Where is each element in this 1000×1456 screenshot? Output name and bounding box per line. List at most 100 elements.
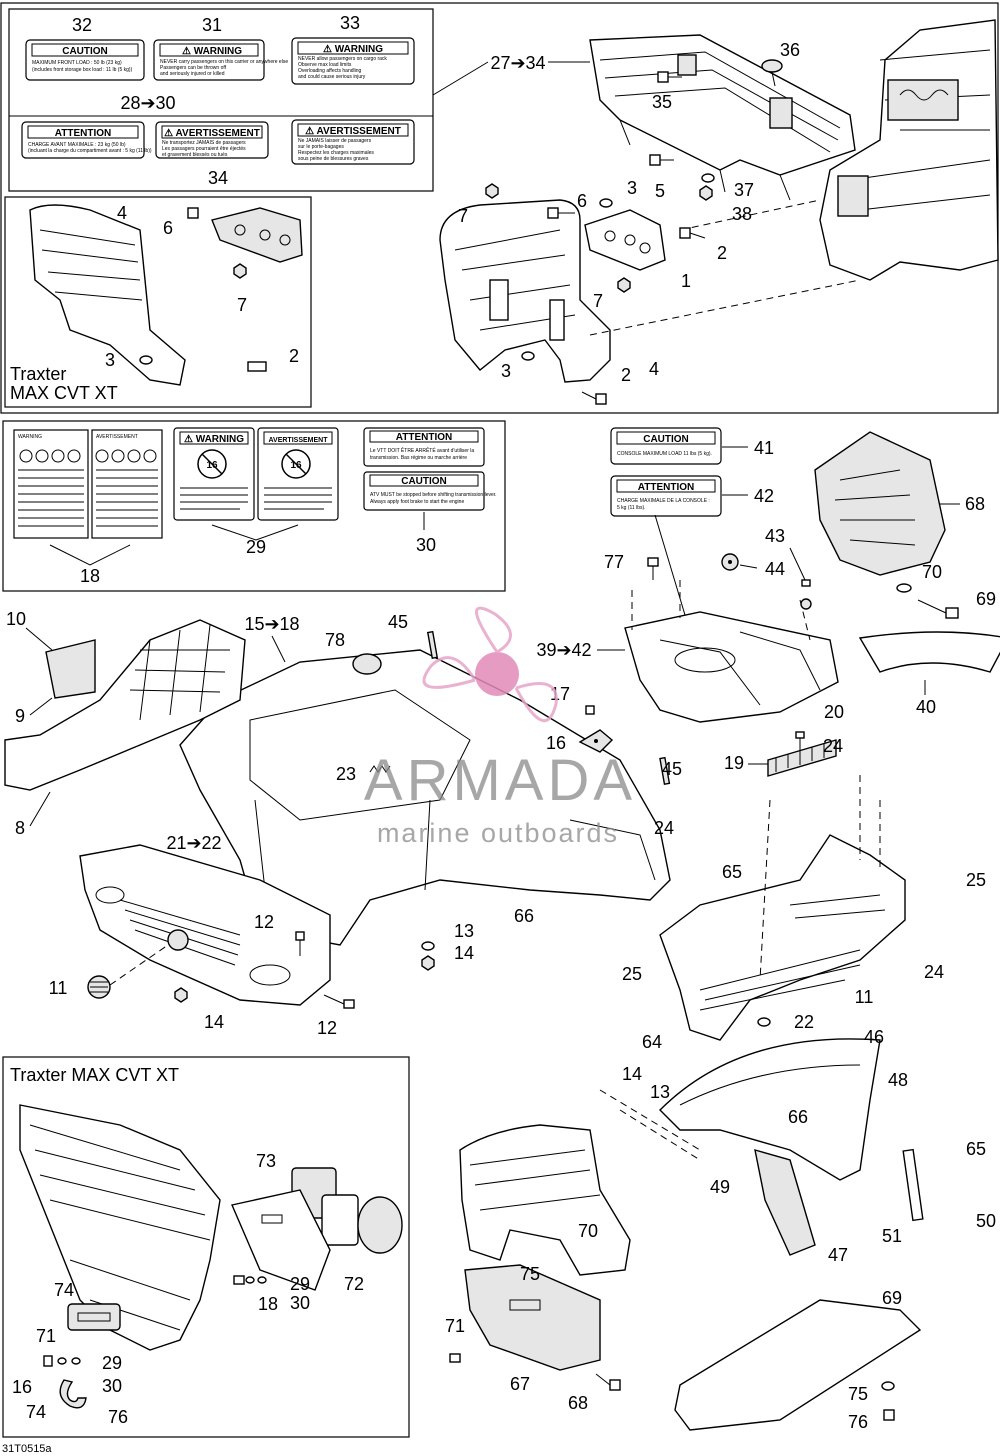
callout-3b: 3: [501, 361, 511, 381]
svg-text:transmission. Bas régime ou ma: transmission. Bas régime ou marche arriè…: [370, 455, 467, 461]
washer-14: [757, 1017, 771, 1027]
fender-46: [659, 1038, 881, 1181]
svg-text:⚠ WARNING: ⚠ WARNING: [182, 46, 242, 57]
bolt-5: [649, 154, 674, 166]
callout-45: 45: [388, 612, 408, 632]
decal-31: ⚠ WARNING NEVER allow passengers on carg…: [291, 37, 415, 85]
decal-32: ⚠ AVERTISSEMENT Ne transportez JAMAIS de…: [155, 121, 269, 159]
bolt-6: [547, 207, 575, 219]
clip-44: [721, 553, 739, 571]
screw-66: [647, 557, 659, 580]
decal-30: CAUTION MAXIMUM FRONT LOAD : 50 lb (23 k…: [25, 39, 145, 81]
callout-76: 16: [12, 1377, 32, 1397]
washer-57: [896, 583, 912, 593]
callout-40: 40: [916, 697, 936, 717]
callout-26b: 14: [204, 1012, 224, 1032]
svg-text:MAXIMUM FRONT LOAD : 50 lb (23: MAXIMUM FRONT LOAD : 50 lb (23 kg): [32, 60, 122, 66]
footwell-11: [659, 834, 906, 1041]
callout-2c: 2: [289, 346, 299, 366]
callout-50: 50: [976, 1211, 996, 1231]
callout-24b: 12: [317, 1018, 337, 1038]
callout-13: 20: [824, 702, 844, 722]
callout-61: 71: [36, 1326, 56, 1346]
callout-73: 18: [258, 1294, 278, 1314]
pin-45b: [659, 756, 671, 785]
callout-60: 70: [578, 1221, 598, 1241]
bolt-59: [595, 1373, 621, 1391]
svg-text:ATV MUST be stopped before shi: ATV MUST be stopped before shifting tran…: [370, 492, 497, 498]
svg-text:ATTENTION: ATTENTION: [396, 432, 452, 443]
callout-53: 65: [722, 862, 742, 882]
vehicle-frame: [819, 19, 999, 281]
range-15-18: 15➔18: [244, 614, 299, 634]
callout-74: 29: [290, 1274, 310, 1294]
svg-text:(incluant la charge du compart: (incluant la charge du compartiment avan…: [28, 148, 152, 154]
range-27-34: 27➔34: [490, 53, 545, 73]
callout-29: 31: [202, 15, 222, 35]
callout-74b: 29: [102, 1353, 122, 1373]
front-body-panel: [179, 649, 671, 946]
bolt-2b: [581, 391, 607, 405]
callout-26c: 14: [622, 1064, 642, 1084]
callout-20: 25: [966, 870, 986, 890]
decal-box-16-18: [2, 420, 506, 592]
callout-4: 4: [649, 359, 659, 379]
callout-48: 48: [888, 1070, 908, 1090]
bolt-24b: [323, 994, 355, 1009]
nut-7: [485, 183, 499, 199]
svg-text:16: 16: [206, 460, 218, 471]
fastener-44b: [800, 598, 812, 610]
callout-64: 75: [848, 1384, 868, 1404]
svg-text:5 kg (11 lbs).: 5 kg (11 lbs).: [617, 505, 646, 511]
diagram-code: 31T0515a: [2, 1443, 52, 1455]
callout-68: 72: [344, 1274, 364, 1294]
decal-16b: AVERTISSEMENT: [91, 429, 163, 539]
callout-30: 32: [72, 15, 92, 35]
svg-text:⚠ WARNING: ⚠ WARNING: [323, 44, 383, 55]
svg-text:Always apply foot brake to sta: Always apply foot brake to start the eng…: [370, 499, 464, 505]
skid-plate-58: [464, 1264, 601, 1371]
callout-56: 69: [976, 589, 996, 609]
callout-42: 42: [754, 486, 774, 506]
svg-text:Ne JAMAIS laisser de passagers: Ne JAMAIS laisser de passagers: [298, 138, 372, 144]
callout-31: 33: [340, 13, 360, 33]
callout-70: 74: [54, 1280, 74, 1300]
nut-26b: [174, 987, 188, 1003]
nut-26: [421, 955, 435, 971]
bolt-61: [43, 1355, 81, 1367]
mudflap-47: [754, 1149, 816, 1256]
spring-23: [369, 765, 391, 773]
svg-text:et gravement blessés ou tués: et gravement blessés ou tués: [162, 152, 228, 158]
callout-6b: 6: [163, 218, 173, 238]
callout-44: 44: [765, 559, 785, 579]
callout-37: 37: [734, 180, 754, 200]
callout-54: 66: [514, 906, 534, 926]
inset-bumper-2: [19, 1104, 221, 1351]
svg-text:Overloading affects handling: Overloading affects handling: [298, 68, 362, 74]
rear-cargo-rack: [589, 34, 856, 201]
callout-20b: 25: [622, 964, 642, 984]
fastener-36: [761, 59, 783, 87]
bolt-73: [233, 1275, 267, 1285]
svg-text:NEVER allow passengers on carg: NEVER allow passengers on cargo rack: [298, 56, 387, 62]
nut-7b: [617, 277, 631, 293]
callout-71: 74: [26, 1402, 46, 1422]
callout-55: 68: [965, 494, 985, 514]
screw-13: [795, 731, 805, 752]
bolt-35: [657, 71, 682, 83]
washer-64: [881, 1381, 895, 1391]
decal-18b: CAUTION ATV MUST be stopped before shift…: [363, 471, 497, 511]
callout-62: 75: [520, 1264, 540, 1284]
svg-text:and seriously injured or kille: and seriously injured or killed: [160, 71, 225, 77]
svg-text:CHARGE AVANT MAXIMALE : 23 kg: CHARGE AVANT MAXIMALE : 23 kg (50 lb): [28, 142, 126, 148]
callout-51: 51: [882, 1226, 902, 1246]
bumper-lower: [459, 1124, 631, 1276]
decal-box-28-30: [8, 8, 434, 192]
svg-text:ATTENTION: ATTENTION: [55, 128, 111, 139]
svg-text:Respectez les charges maximale: Respectez les charges maximales: [298, 150, 374, 156]
front-fascia: [79, 844, 331, 1006]
callout-10: 10: [6, 609, 26, 629]
decal-17b: AVERTISSEMENT 16: [257, 427, 339, 521]
guard-55: [814, 431, 946, 576]
